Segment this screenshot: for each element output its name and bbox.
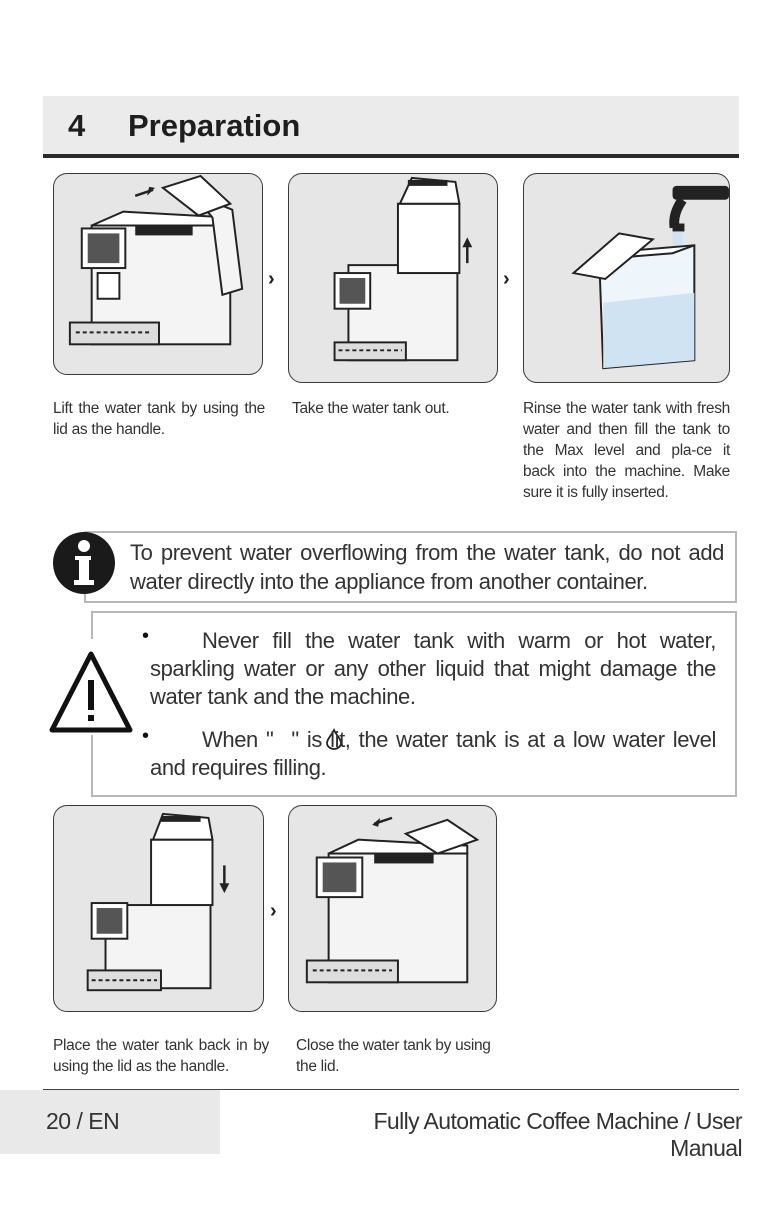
- water-drop-icon: [273, 727, 343, 750]
- step-arrow: ›: [503, 268, 510, 290]
- step-caption-place-back: Place the water tank back in by using th…: [53, 1037, 269, 1075]
- bullet: •: [142, 625, 150, 647]
- step-caption-close-lid: Close the water tank by using the lid.: [296, 1037, 491, 1075]
- document-title: Fully Automatic Coffee Machine / User Ma…: [373, 1108, 742, 1161]
- section-header-bar: [43, 96, 739, 158]
- info-icon: [53, 532, 115, 594]
- info-box: [84, 531, 737, 603]
- warning-text-1: Never fill the water tank with warm or h…: [150, 628, 716, 709]
- figure-take-tank-out: [288, 173, 498, 383]
- footer-divider: [43, 1089, 739, 1090]
- figure-close-tank-lid: [288, 805, 497, 1012]
- warning-text-2-end: " is lit, the water tank is at a low wat…: [150, 727, 716, 780]
- warning-text-2-start: When ": [202, 727, 274, 752]
- step-caption-lift: Lift the water tank by using the lid as …: [53, 400, 265, 438]
- warning-text-2: When "" is lit, the water tank is at a l…: [150, 726, 716, 782]
- warning-icon: [48, 648, 134, 736]
- figure-place-tank-back: [53, 805, 264, 1012]
- page-number: 20 / EN: [46, 1108, 120, 1134]
- footer-page-panel: [0, 1090, 220, 1154]
- figure-rinse-fill-tank: [523, 173, 730, 383]
- bullet: •: [142, 725, 150, 747]
- warning-box-edge: [91, 611, 93, 639]
- warning-box: [91, 611, 737, 797]
- step-arrow: ›: [270, 900, 277, 922]
- step-arrow: ›: [268, 268, 275, 290]
- step-caption-rinse: Rinse the water tank with fresh water an…: [523, 400, 730, 501]
- figure-lift-water-tank: [53, 173, 263, 375]
- info-box-edge: [84, 589, 86, 603]
- step-caption-take-out: Take the water tank out.: [292, 400, 450, 417]
- section-title: Preparation: [128, 108, 301, 143]
- warning-box-edge: [91, 735, 93, 797]
- section-number: 4: [68, 108, 86, 143]
- info-text: To prevent water overflowing from the wa…: [130, 540, 724, 594]
